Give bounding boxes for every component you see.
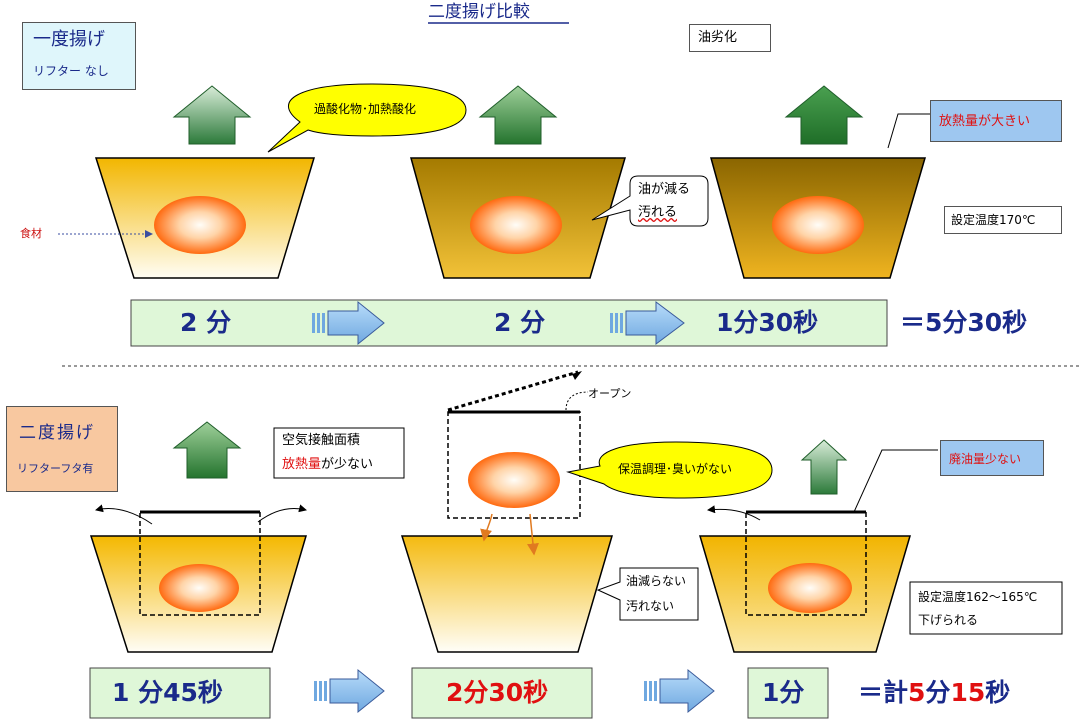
fryer-pot-b2 bbox=[400, 535, 614, 653]
oxidation-bubble-text: 過酸化物･加熱酸化 bbox=[314, 102, 417, 116]
air-note-line1: 空気接触面積 bbox=[282, 433, 361, 448]
heat-up-arrow-1 bbox=[172, 85, 252, 145]
warming-bubble-text: 保温調理･臭いがない bbox=[618, 462, 733, 476]
warming-bubble bbox=[566, 441, 773, 499]
top-flow-arrow-1 bbox=[312, 300, 385, 346]
top-time-2: 2 分 bbox=[494, 308, 546, 337]
heat-up-arrow-2 bbox=[478, 85, 558, 145]
air-note-heat: 放熱量 bbox=[282, 457, 322, 472]
heat-up-arrow-3 bbox=[784, 85, 864, 145]
oil-note-b-line2: 汚れない bbox=[626, 599, 675, 613]
food-oval-1 bbox=[154, 196, 246, 254]
temp-note-b-line1: 設定温度162～165℃ bbox=[918, 590, 1038, 604]
heat-note-top: 放熱量が大きい bbox=[930, 100, 1062, 142]
food-oval-b1 bbox=[159, 564, 239, 612]
bottom-time-2: 2分30秒 bbox=[446, 678, 549, 707]
heat-up-arrow-b3 bbox=[800, 439, 848, 495]
top-total: ＝5分30秒 bbox=[900, 308, 1028, 337]
bottom-time-3: 1分 bbox=[762, 678, 805, 707]
lifter-basket-1 bbox=[139, 511, 261, 616]
oil-note-b-line1: 油減らない bbox=[626, 574, 687, 588]
oil-note-top-line2: 汚れる bbox=[638, 205, 678, 220]
temp-note-b-line2: 下げられる bbox=[918, 613, 979, 627]
food-oval-2 bbox=[470, 196, 562, 254]
top-time-1: 2 分 bbox=[180, 308, 232, 337]
top-flow-arrow-2 bbox=[610, 301, 685, 345]
bottom-total: ＝計5分15秒 bbox=[858, 680, 1010, 705]
food-oval-b3 bbox=[768, 563, 852, 613]
bottom-total-min-value: 5 bbox=[908, 678, 926, 707]
heat-up-arrow-b1 bbox=[172, 421, 242, 479]
food-oval-3 bbox=[772, 196, 864, 254]
top-time-bar bbox=[130, 299, 888, 347]
bottom-total-sec-unit: 秒 bbox=[985, 678, 1011, 707]
food-label: 食材 bbox=[20, 227, 42, 240]
bottom-time-box-1 bbox=[89, 667, 271, 719]
oil-note-top-line1: 油が減る bbox=[638, 182, 691, 197]
oil-note-callout bbox=[591, 175, 709, 227]
page-title: 二度揚げ比較 bbox=[428, 2, 530, 22]
air-note-line2: 放熱量が少ない bbox=[282, 458, 373, 471]
food-oval-b2 bbox=[468, 452, 560, 508]
temp-note-top: 設定温度170℃ bbox=[944, 206, 1062, 234]
air-note-rest: が少ない bbox=[321, 457, 374, 472]
bottom-total-sec-value: 15 bbox=[950, 678, 986, 707]
oil-deterioration-label: 油劣化 bbox=[689, 24, 771, 52]
bottom-total-min-unit: 分 bbox=[925, 678, 951, 707]
top-time-3: 1分30秒 bbox=[716, 308, 819, 337]
oil-deterioration-text: 油劣化 bbox=[698, 30, 738, 45]
bottom-total-prefix: ＝計 bbox=[858, 678, 909, 707]
waste-note-text: 廃油量少ない bbox=[949, 452, 1022, 466]
open-label: オープン bbox=[588, 387, 632, 400]
bottom-time-1: 1 分45秒 bbox=[112, 678, 223, 707]
top-method-title: 一度揚げ bbox=[33, 29, 105, 50]
oil-note-callout-b bbox=[596, 567, 699, 621]
bottom-method-title: 二度揚げ bbox=[19, 423, 95, 443]
temp-note-b bbox=[909, 581, 1063, 635]
top-method-label: 一度揚げ リフター なし bbox=[22, 22, 136, 90]
waste-note: 廃油量少ない bbox=[940, 440, 1044, 476]
air-contact-note bbox=[273, 427, 405, 479]
bottom-time-box-2 bbox=[411, 667, 593, 719]
heat-note-top-text: 放熱量が大きい bbox=[939, 114, 1031, 129]
oxidation-bubble bbox=[267, 83, 467, 153]
top-method-subtitle: リフター なし bbox=[33, 64, 109, 78]
bottom-method-label: 二度揚げ リフターフタ有 bbox=[6, 406, 118, 492]
bottom-method-subtitle: リフターフタ有 bbox=[17, 462, 94, 475]
bottom-flow-arrow-1 bbox=[314, 668, 385, 714]
temp-note-top-text: 設定温度170℃ bbox=[951, 213, 1036, 227]
bottom-flow-arrow-2 bbox=[644, 668, 715, 714]
bottom-time-box-3 bbox=[747, 667, 829, 719]
